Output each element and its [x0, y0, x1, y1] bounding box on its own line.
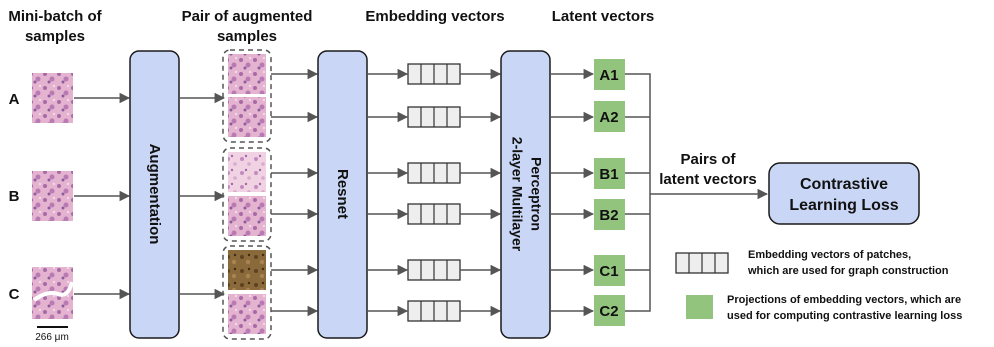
embedding-vector-b2 — [407, 203, 461, 225]
augmented-image-c2 — [228, 294, 266, 334]
augmented-image-c1 — [228, 250, 266, 290]
latent-label-c1: C1 — [599, 263, 618, 280]
latent-box-b1 — [594, 158, 625, 189]
embedding-vector-c2 — [407, 300, 461, 322]
embedding-vector-c1 — [407, 259, 461, 281]
augmented-pair-group-c — [222, 245, 272, 340]
resnet-block — [317, 50, 368, 339]
contrastive-loss-line2: Learning Loss — [789, 197, 898, 214]
sample-label-c: C — [9, 286, 20, 303]
latent-box-c1 — [594, 255, 625, 286]
mlp-block — [500, 50, 551, 339]
mlp-label-line1: 2-layer Multilayer — [509, 137, 525, 252]
mlp-label-line2: Perceptron — [528, 157, 544, 231]
header-pair-line1: Pair of augmented — [182, 8, 313, 25]
legend-projection-swatch — [686, 295, 713, 319]
pairs-label-line2: latent vectors — [659, 171, 757, 188]
header-pair-line2: samples — [217, 28, 277, 45]
contrastive-loss-line1: Contrastive — [800, 176, 888, 193]
latent-box-b2 — [594, 199, 625, 230]
legend-embedding-line1: Embedding vectors of patches, — [748, 249, 911, 261]
augmented-image-b2 — [228, 196, 266, 236]
sample-label-b: B — [9, 188, 20, 205]
latent-label-a2: A2 — [599, 109, 618, 126]
header-minibatch-line2: samples — [25, 28, 85, 45]
augmented-pair-group-a — [222, 49, 272, 143]
legend-projection-line2: used for computing contrastive learning … — [727, 310, 962, 322]
sample-image-b — [32, 171, 73, 221]
sample-label-a: A — [9, 91, 20, 108]
augmented-image-b1 — [228, 152, 266, 192]
augmented-image-a1 — [228, 54, 266, 94]
legend-projection-line1: Projections of embedding vectors, which … — [727, 294, 961, 306]
sample-image-a — [32, 73, 73, 123]
scale-bar-label: 266 μm — [35, 332, 69, 342]
embedding-vector-a2 — [407, 106, 461, 128]
legend-embedding-swatch — [675, 252, 729, 274]
resnet-label: Resnet — [334, 169, 351, 219]
embedding-vector-a1 — [407, 63, 461, 85]
augmentation-block — [129, 50, 180, 339]
header-latent: Latent vectors — [552, 8, 655, 25]
latent-label-c2: C2 — [599, 303, 618, 320]
latent-box-c2 — [594, 295, 625, 326]
embedding-vector-b1 — [407, 162, 461, 184]
latent-bracket — [625, 73, 651, 312]
latent-label-b2: B2 — [599, 207, 618, 224]
sample-image-c-crack — [32, 281, 74, 302]
augmentation-label: Augmentation — [146, 144, 163, 245]
header-minibatch-line1: Mini-batch of — [8, 8, 102, 25]
latent-box-a2 — [594, 101, 625, 132]
augmented-pair-group-b — [222, 147, 272, 242]
latent-label-a1: A1 — [599, 67, 618, 84]
contrastive-loss-box — [768, 162, 920, 225]
header-embedding: Embedding vectors — [365, 8, 504, 25]
legend-embedding-line2: which are used for graph construction — [747, 265, 949, 277]
pairs-label-line1: Pairs of — [680, 151, 736, 168]
augmented-image-a2 — [228, 97, 266, 137]
latent-box-a1 — [594, 59, 625, 90]
latent-label-b1: B1 — [599, 166, 618, 183]
